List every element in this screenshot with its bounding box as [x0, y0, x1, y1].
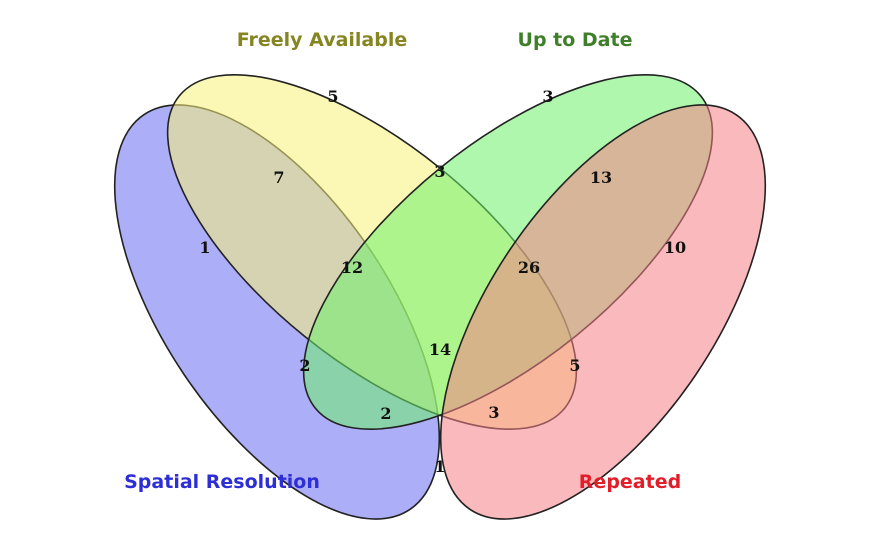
count-spatial-free: 7 [273, 168, 284, 187]
count-free-repeated: 5 [569, 356, 580, 375]
count-free-only: 5 [327, 87, 338, 106]
region-counts: 1 5 3 10 7 3 13 12 26 2 5 14 2 3 1 [199, 87, 686, 476]
count-all-four: 14 [429, 340, 451, 359]
count-spatial-free-repeated: 3 [488, 403, 499, 422]
count-repeated-only: 10 [664, 238, 686, 257]
count-spatial-only: 1 [199, 238, 210, 257]
count-spatial-free-uptodate: 12 [341, 258, 363, 277]
label-freely-available: Freely Available [237, 29, 408, 51]
set-ellipses [113, 73, 767, 520]
count-free-uptodate-repeated: 26 [518, 258, 540, 277]
count-free-uptodate: 3 [434, 162, 445, 181]
label-up-to-date: Up to Date [518, 29, 633, 51]
count-uptodate-repeated: 13 [590, 168, 612, 187]
count-spatial-uptodate: 2 [299, 356, 310, 375]
count-spatial-repeated: 1 [434, 457, 445, 476]
ellipse-repeated [439, 104, 767, 520]
count-spatial-uptodate-repeated: 2 [380, 404, 391, 423]
label-spatial-resolution: Spatial Resolution [124, 471, 320, 493]
label-repeated: Repeated [579, 471, 681, 493]
set-labels: Freely Available Up to Date Spatial Reso… [124, 29, 681, 493]
count-uptodate-only: 3 [542, 87, 553, 106]
